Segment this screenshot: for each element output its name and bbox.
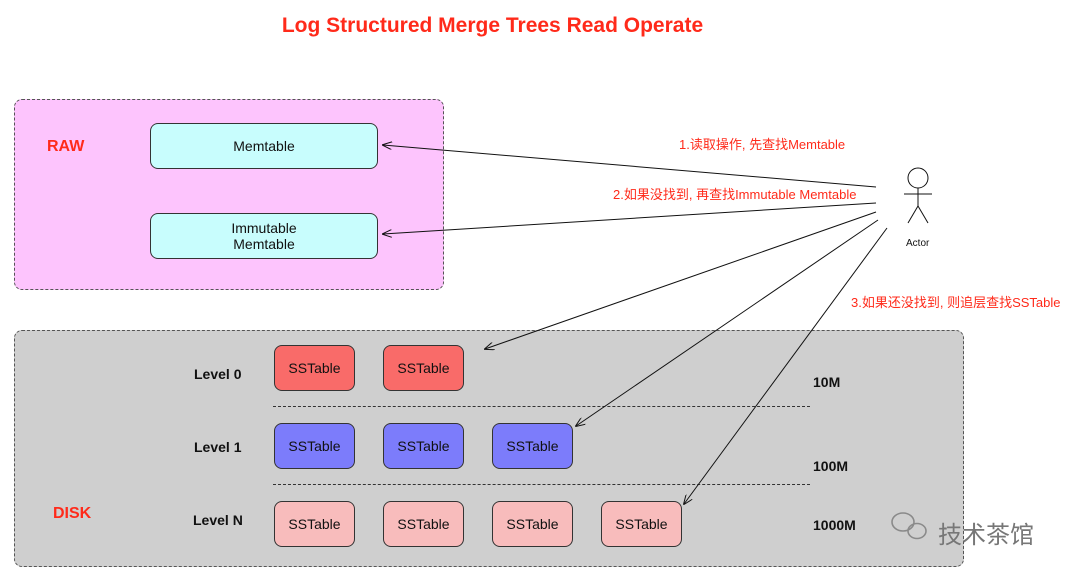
level-1-size: 100M xyxy=(813,458,849,474)
arrow-to-leveln xyxy=(684,227,888,504)
arrow-to-level1 xyxy=(576,219,879,426)
level-n-label: Level N xyxy=(193,512,243,528)
sstable-level0-1: SSTable xyxy=(274,345,355,391)
step-2-note: 2.如果没找到, 再查找Immutable Memtable xyxy=(613,187,857,202)
watermark-text: 技术茶馆 xyxy=(938,521,1034,549)
level-1-label: Level 1 xyxy=(194,439,242,455)
level-0-size: 10M xyxy=(813,374,841,390)
sstable-level1-3: SSTable xyxy=(492,423,573,469)
immutable-memtable-line2: Memtable xyxy=(233,236,295,252)
level-divider-0 xyxy=(273,406,810,407)
memtable-box: Memtable xyxy=(150,123,378,169)
sstable-level1-2: SSTable xyxy=(383,423,464,469)
actor-label: Actor xyxy=(906,238,930,249)
step-1-note: 1.读取操作, 先查找Memtable xyxy=(679,137,846,152)
sstable-level0-2: SSTable xyxy=(383,345,464,391)
sstable-leveln-2: SSTable xyxy=(383,501,464,547)
arrow-to-immutable xyxy=(383,202,877,234)
raw-label: RAW xyxy=(47,138,85,155)
level-0-label: Level 0 xyxy=(194,366,242,382)
level-n-size: 1000M xyxy=(813,517,856,533)
diagram-title: Log Structured Merge Trees Read Operate xyxy=(281,14,704,37)
immutable-memtable-line1: Immutable xyxy=(231,220,297,236)
arrow-to-memtable xyxy=(383,145,877,188)
sstable-leveln-1: SSTable xyxy=(274,501,355,547)
step-3-note: 3.如果还没找到, 则追层查找SSTable xyxy=(851,295,1061,310)
sstable-leveln-4: SSTable xyxy=(601,501,682,547)
sstable-level1-1: SSTable xyxy=(274,423,355,469)
sstable-leveln-3: SSTable xyxy=(492,501,573,547)
actor-figure xyxy=(904,167,932,224)
disk-panel xyxy=(14,330,964,567)
immutable-memtable-box: Immutable Memtable xyxy=(150,213,378,259)
arrow-to-level0 xyxy=(485,211,877,349)
wechat-icon xyxy=(891,512,927,540)
level-divider-1 xyxy=(273,484,810,485)
disk-label: DISK xyxy=(53,505,92,522)
